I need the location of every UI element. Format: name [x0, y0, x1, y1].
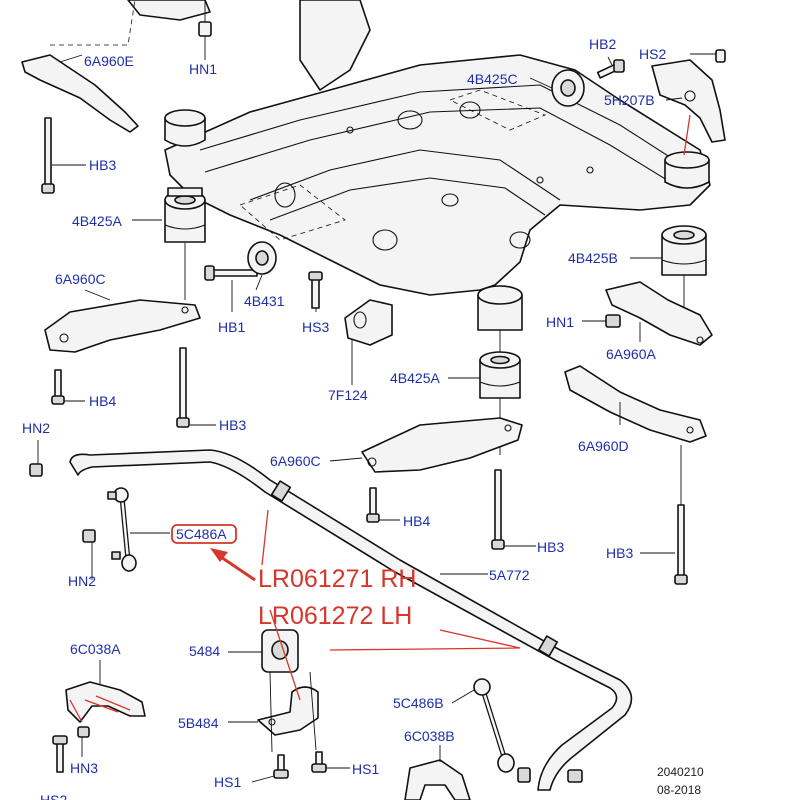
bracket-6a960a	[605, 281, 713, 346]
label-hn2-bottom: HN2	[68, 573, 96, 589]
label-6a960a: 6A960A	[606, 346, 656, 362]
bolt-hb3-mid	[176, 347, 190, 428]
part-number-rh: LR061271 RH	[258, 565, 416, 593]
nut-hn1-top	[198, 0, 212, 37]
label-5c486b: 5C486B	[393, 695, 444, 711]
label-hn3: HN3	[70, 760, 98, 776]
subframe-mount-collar-left	[164, 109, 206, 147]
label-4b431: 4B431	[244, 293, 285, 309]
diagram-reference: 2040210 08-2018	[657, 765, 704, 797]
label-5h207b: 5H207B	[604, 92, 655, 108]
label-hn1-right: HN1	[546, 314, 574, 330]
bracket-6a960c-left	[44, 299, 201, 353]
label-6a960d: 6A960D	[578, 438, 629, 454]
bolt-hb4-left	[51, 369, 65, 405]
label-6c038a: 6C038A	[70, 641, 121, 657]
bracket-6c038a	[65, 681, 146, 723]
label-6a960c-mid: 6A960C	[270, 453, 321, 469]
subframe-mount-collar-right	[664, 151, 710, 189]
label-4b425a-center: 4B425A	[390, 370, 440, 386]
screw-hs1-left	[273, 754, 289, 779]
label-hb3-left: HB3	[89, 157, 116, 173]
bolt-hb3-right	[674, 504, 688, 585]
bracket-5b484	[257, 686, 319, 736]
bush-5484	[261, 629, 299, 673]
label-5b484: 5B484	[178, 715, 219, 731]
label-5a772: 5A772	[489, 567, 530, 583]
label-6a960e: 6A960E	[84, 53, 134, 69]
label-hn1-top: HN1	[189, 61, 217, 77]
bushing-4b425b	[661, 225, 707, 276]
label-4b425c: 4B425C	[467, 71, 518, 87]
screw-hs3	[308, 271, 323, 309]
bolt-hb3-left	[41, 117, 55, 194]
part-number-lh: LR061272 LH	[258, 602, 412, 630]
label-4b425b: 4B425B	[568, 250, 618, 266]
bushing-4b425a-left	[164, 187, 206, 243]
label-hb2: HB2	[589, 36, 616, 52]
label-4b425a-left: 4B425A	[72, 213, 122, 229]
label-6a960c-left: 6A960C	[55, 271, 106, 287]
bracket-6a960d	[564, 365, 707, 443]
nut-hn2-top	[29, 463, 43, 477]
label-hb3-right: HB3	[606, 545, 633, 561]
label-5c486a: 5C486A	[176, 526, 227, 542]
bolt-hb2	[596, 59, 625, 79]
label-hs1-right: HS1	[352, 761, 379, 777]
label-6c038b: 6C038B	[404, 728, 455, 744]
screw-hs2-bottom	[52, 735, 68, 773]
leader-lines	[37, 36, 716, 783]
bush-4b425c	[551, 69, 585, 107]
nut-hn2-bottom	[82, 529, 96, 543]
stabiliser-bar-5a772	[69, 449, 633, 791]
label-hb4-left: HB4	[89, 393, 116, 409]
label-hs2-top: HS2	[639, 46, 666, 62]
part-labels: HN1 6A960E HB3 4B425A 6A960C HB1 4B431 H…	[22, 36, 666, 800]
label-hs3: HS3	[302, 319, 329, 335]
label-hb3-mid: HB3	[219, 417, 246, 433]
label-5484: 5484	[189, 643, 220, 659]
bush-4b431	[247, 241, 277, 275]
bracket-6a960c-mid	[361, 417, 523, 473]
reference-date: 08-2018	[657, 783, 701, 797]
bolt-hb1	[204, 265, 258, 281]
reference-number: 2040210	[657, 765, 704, 779]
red-annotation: LR061271 RH LR061272 LH	[171, 509, 521, 701]
link-5c486b	[473, 678, 531, 783]
screw-hs2-top	[715, 49, 726, 63]
label-hn2-top: HN2	[22, 420, 50, 436]
bracket-5h207b	[651, 59, 726, 143]
bracket-7f124	[344, 299, 393, 346]
link-5c486a	[107, 487, 137, 572]
highlight-box-5c486a	[171, 524, 237, 544]
label-hs1-left: HS1	[214, 774, 241, 790]
label-7f124: 7F124	[328, 387, 368, 403]
label-hb1: HB1	[218, 319, 245, 335]
bracket-6a960e	[21, 0, 139, 133]
rear-subframe	[127, 0, 711, 296]
label-hs2-bottom: HS2	[40, 792, 67, 800]
bolt-hb4-mid	[366, 487, 380, 523]
nut-5a772-end	[567, 769, 583, 783]
nut-hn1-right	[605, 314, 621, 328]
label-hb4-mid: HB4	[403, 513, 430, 529]
bolt-hb3-center	[491, 469, 505, 550]
screw-hs1-right	[311, 751, 327, 773]
bushing-4b425a-center	[477, 285, 523, 399]
nut-hn3	[77, 726, 90, 738]
label-hb3-center: HB3	[537, 539, 564, 555]
bracket-6c038b	[404, 759, 471, 800]
